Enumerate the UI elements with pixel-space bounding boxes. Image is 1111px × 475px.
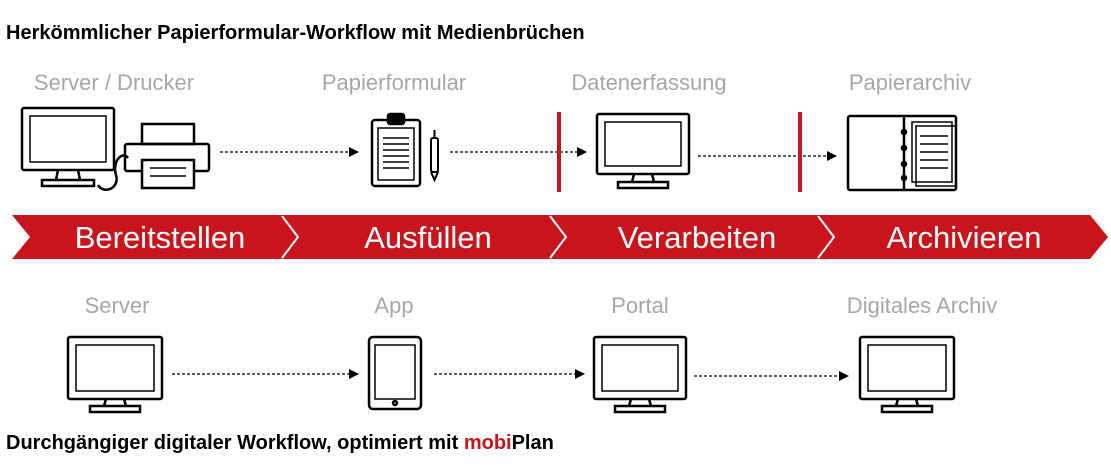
stage-label-data-entry: Datenerfassung xyxy=(571,70,727,95)
process-step-separator xyxy=(549,215,568,259)
process-step-fill-in: Ausfüllen xyxy=(364,220,492,255)
stage-label-paper-archive: Papierarchiv xyxy=(848,70,972,95)
process-band xyxy=(12,215,1108,259)
binder-archive-icon xyxy=(846,114,958,192)
brand-name-plan: Plan xyxy=(511,432,554,454)
bottom-title-text: Durchgängiger digitaler Workflow, optimi… xyxy=(6,432,464,454)
stage-label-server: Server xyxy=(84,293,150,318)
monitor-icon xyxy=(20,106,116,188)
stage-label-server-printer: Server / Drucker xyxy=(33,70,195,95)
monitor-icon xyxy=(66,335,164,414)
monitor-icon xyxy=(592,335,688,414)
tablet-icon xyxy=(367,335,423,411)
process-step-separator xyxy=(281,215,300,259)
printer-icon xyxy=(96,122,211,191)
stage-label-paper-form: Papierformular xyxy=(321,70,467,95)
process-step-separator xyxy=(817,215,836,259)
process-step-process: Verarbeiten xyxy=(618,220,777,255)
process-step-provide: Bereitstellen xyxy=(75,220,246,255)
top-workflow-title: Herkömmlicher Papierformular-Workflow mi… xyxy=(6,22,585,44)
stage-label-portal: Portal xyxy=(611,293,669,318)
monitor-icon xyxy=(858,335,956,414)
stage-label-digital-archive: Digitales Archiv xyxy=(846,293,998,318)
process-step-archive: Archivieren xyxy=(886,220,1041,255)
pen-icon xyxy=(430,130,439,183)
stage-label-app: App xyxy=(374,293,414,318)
bottom-workflow-title: Durchgängiger digitaler Workflow, optimi… xyxy=(6,432,554,455)
clipboard-form-icon xyxy=(370,112,422,188)
brand-name-mobi: mobi xyxy=(463,432,512,454)
monitor-icon xyxy=(595,112,691,190)
